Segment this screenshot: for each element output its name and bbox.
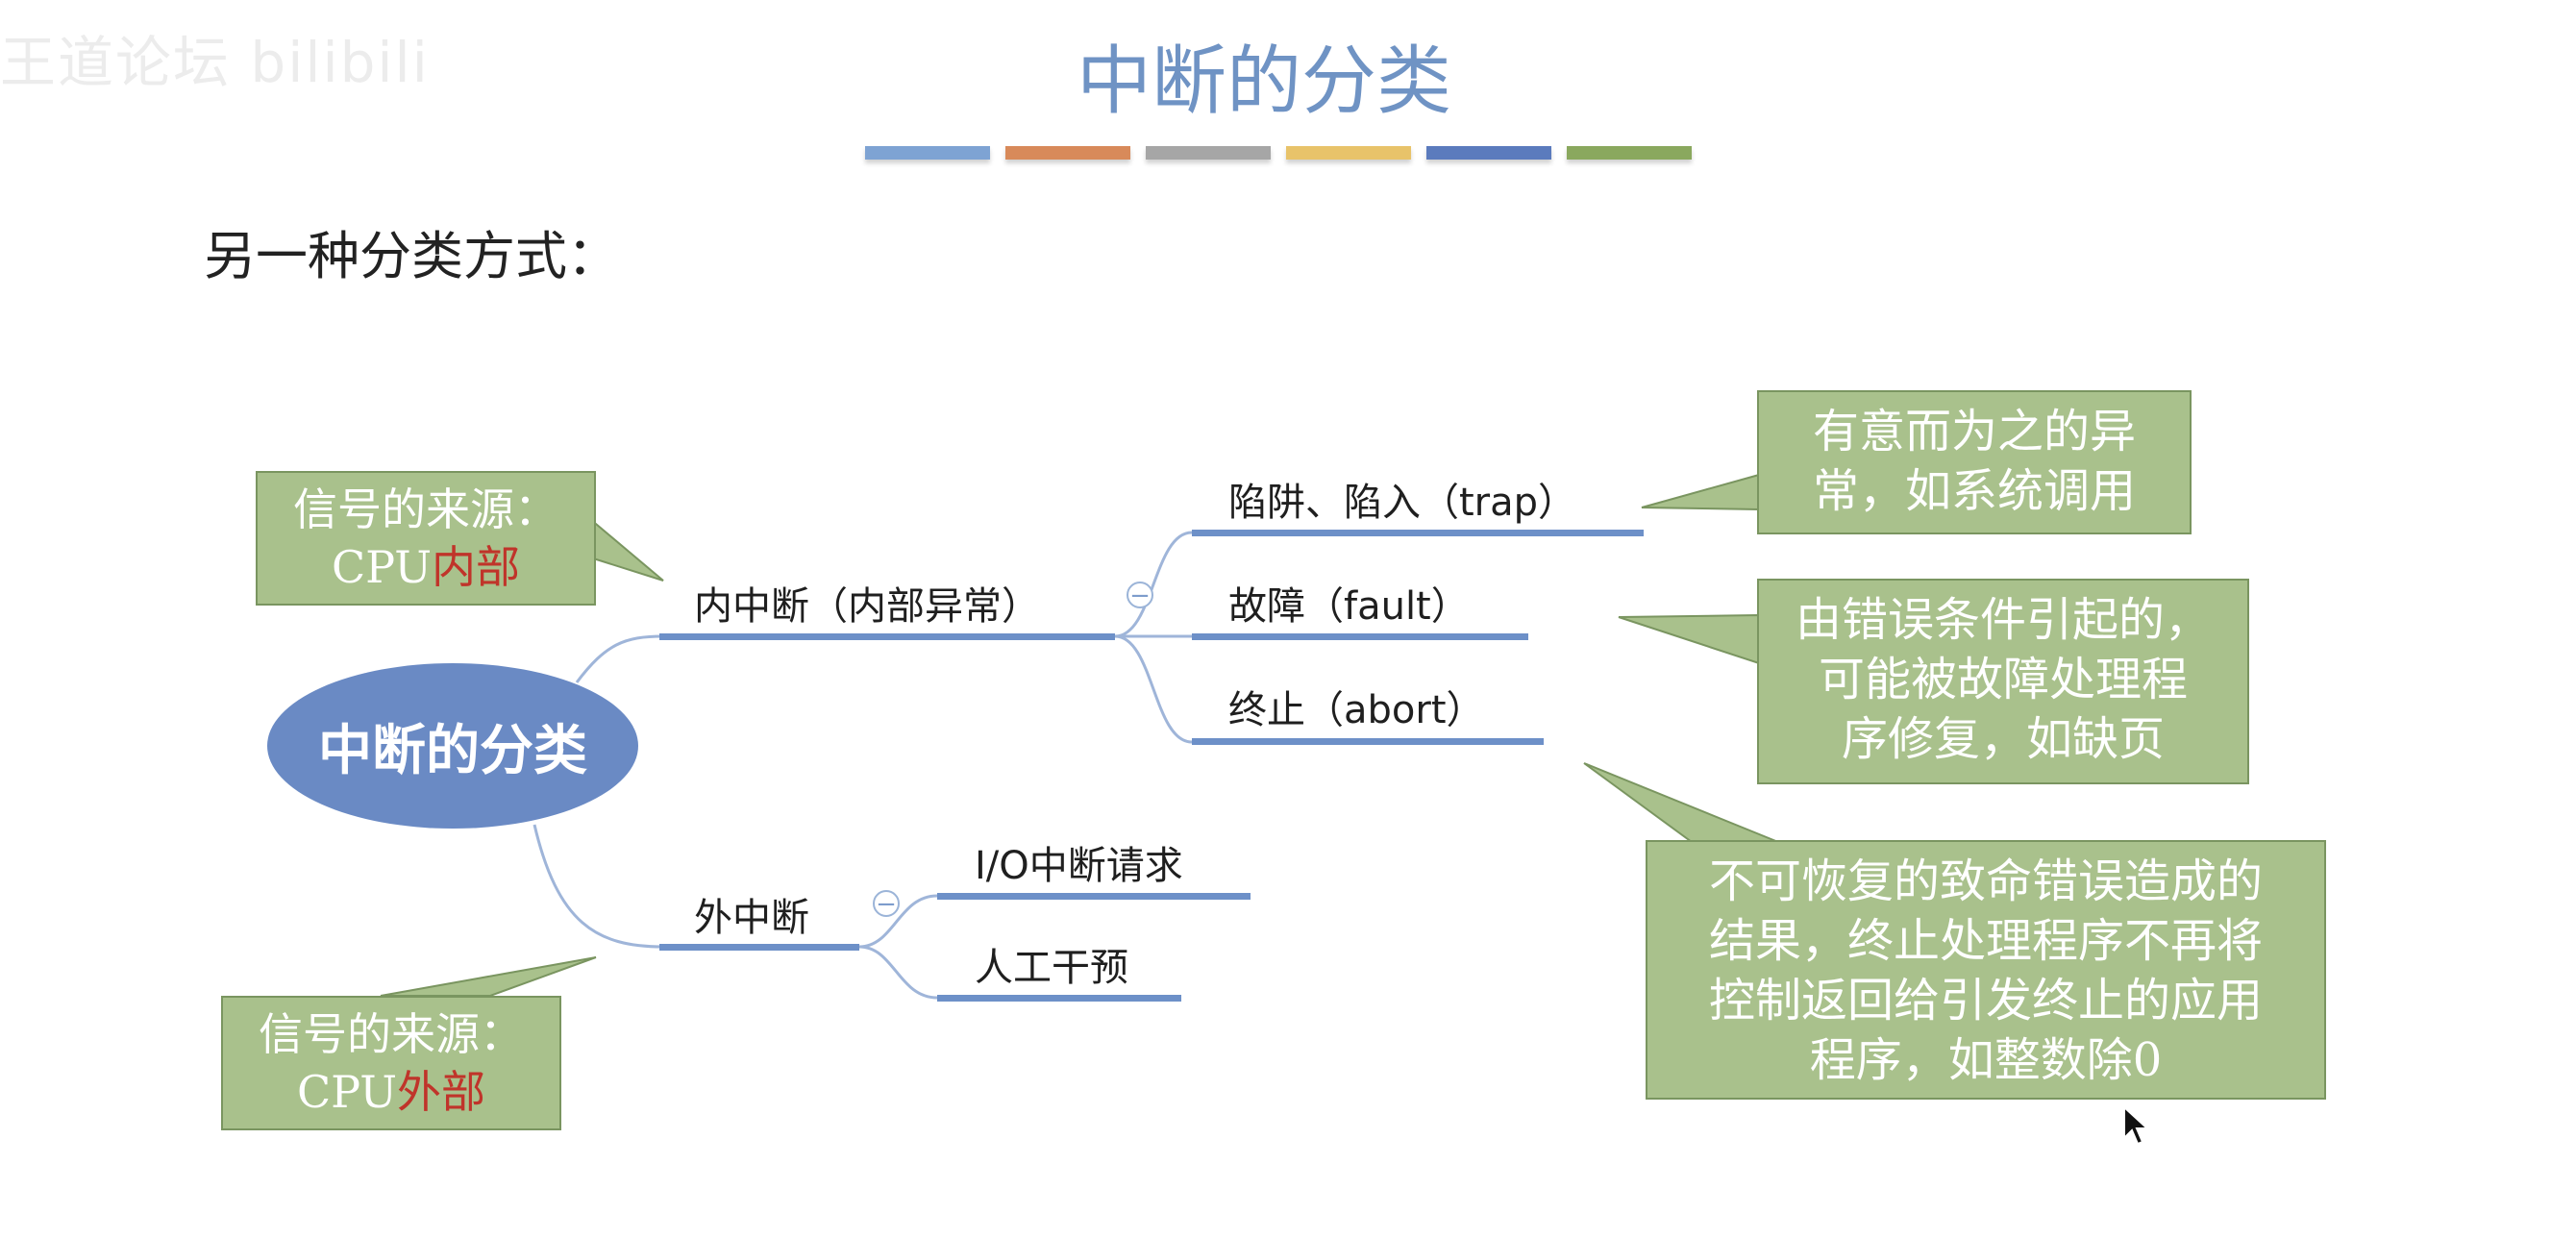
- child-trap-line: [1192, 530, 1644, 536]
- callout-external-line2: CPU外部: [223, 1063, 559, 1121]
- abort-note-line-3: 控制返回给引发终止的应用: [1708, 974, 2263, 1028]
- child-abort-label: 终止（abort）: [1228, 688, 1485, 732]
- child-manual-line: [937, 995, 1181, 1002]
- branch-internal-line: [659, 633, 1115, 640]
- callout-pointer-internal: [589, 516, 664, 582]
- child-fault-label: 故障（fault）: [1228, 584, 1470, 629]
- slide-title: 中断的分类: [1076, 38, 1451, 125]
- connector-center-external: [533, 824, 664, 949]
- callout-internal-line2: CPU内部: [258, 538, 594, 596]
- source-internal-highlight: 内部: [432, 541, 521, 593]
- callout-pointer-abort: [1583, 762, 1779, 843]
- cpu-label: CPU: [296, 1066, 398, 1118]
- callout-internal-source: 信号的来源： CPU内部: [256, 471, 596, 606]
- callout-pointer-trap: [1641, 473, 1760, 511]
- connector-center-internal: [575, 634, 664, 683]
- cpu-label: CPU: [331, 541, 433, 593]
- title-bar-5: [1426, 146, 1551, 160]
- mouse-cursor-icon: [2123, 1105, 2150, 1146]
- callout-trap-note: 有意而为之的异 常，如系统调用: [1757, 390, 2192, 534]
- center-node: 中断的分类: [267, 663, 638, 829]
- abort-note-line-2: 结果，终止处理程序不再将: [1708, 914, 2263, 968]
- title-bar-6: [1567, 146, 1692, 160]
- fault-note-line-3: 序修复，如缺页: [1841, 712, 2165, 766]
- callout-abort-note: 不可恢复的致命错误造成的 结果，终止处理程序不再将 控制返回给引发终止的应用 程…: [1646, 840, 2326, 1100]
- child-io-label: I/O中断请求: [975, 844, 1183, 888]
- callout-pointer-external: [380, 956, 597, 997]
- branch-internal-label: 内中断（内部异常）: [694, 584, 1040, 629]
- child-fault-line: [1192, 633, 1528, 640]
- callout-pointer-fault: [1618, 613, 1760, 665]
- callout-internal-line1: 信号的来源：: [293, 483, 558, 535]
- branch-external-label: 外中断: [694, 896, 809, 940]
- abort-note-line-1: 不可恢复的致命错误造成的: [1708, 854, 2263, 908]
- trap-note-line-1: 有意而为之的异: [1812, 405, 2136, 458]
- title-bar-2: [1005, 146, 1130, 160]
- child-manual-label: 人工干预: [975, 946, 1128, 990]
- collapse-icon[interactable]: −: [873, 890, 900, 917]
- fault-note-line-2: 可能被故障处理程: [1818, 653, 2188, 706]
- abort-note-line-4: 程序，如整数除0: [1809, 1033, 2163, 1087]
- callout-external-line1: 信号的来源：: [259, 1008, 524, 1060]
- child-io-line: [937, 893, 1251, 900]
- trap-note-line-2: 常，如系统调用: [1812, 464, 2136, 518]
- fault-note-line-1: 由错误条件引起的，: [1795, 593, 2211, 647]
- title-bar-3: [1146, 146, 1271, 160]
- connector-internal-trap: [1114, 531, 1193, 638]
- child-abort-line: [1192, 738, 1544, 745]
- callout-external-source: 信号的来源： CPU外部: [221, 996, 561, 1130]
- subtitle: 另一种分类方式：: [204, 226, 619, 286]
- watermark: 王道论坛 bilibili: [0, 30, 430, 95]
- callout-fault-note: 由错误条件引起的， 可能被故障处理程 序修复，如缺页: [1757, 579, 2249, 784]
- connector-internal-abort: [1114, 634, 1193, 744]
- connector-external-manual: [858, 945, 938, 1000]
- branch-external-line: [659, 944, 859, 951]
- title-bar-4: [1286, 146, 1411, 160]
- connector-external-io: [858, 894, 938, 949]
- child-trap-label: 陷阱、陷入（trap）: [1228, 481, 1577, 525]
- title-bar-1: [865, 146, 990, 160]
- collapse-icon[interactable]: −: [1127, 582, 1153, 608]
- source-external-highlight: 外部: [397, 1066, 486, 1118]
